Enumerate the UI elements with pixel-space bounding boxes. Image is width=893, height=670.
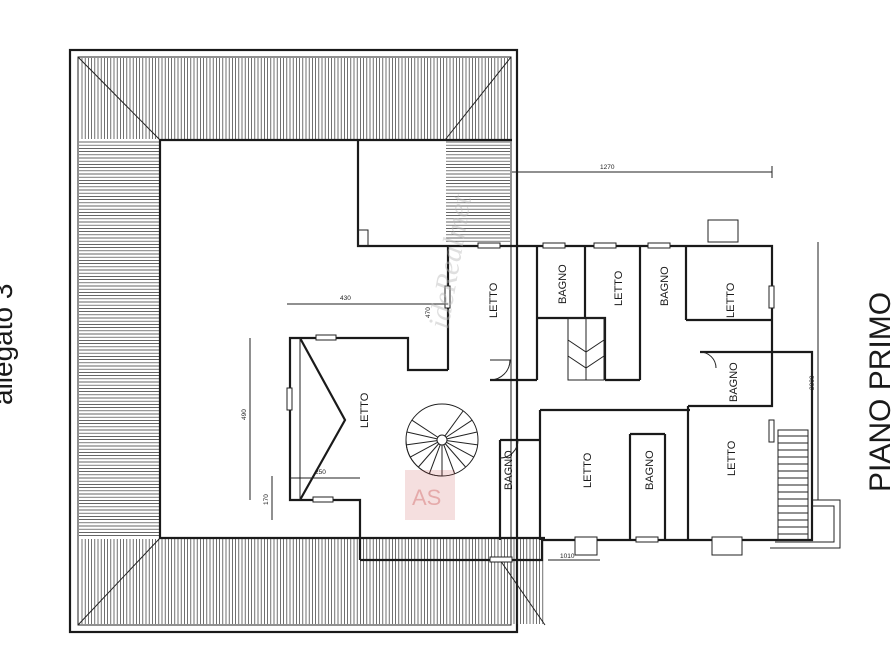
- room-label-letto-w: LETTO: [359, 392, 371, 428]
- external-stair: [770, 429, 841, 549]
- roof-outline: [68, 48, 519, 634]
- room-label-bagno-n2: BAGNO: [659, 266, 671, 306]
- room-label-letto-ne: LETTO: [725, 282, 737, 318]
- dim-490: 490: [241, 409, 248, 420]
- room-label-letto-s1: LETTO: [582, 452, 594, 488]
- watermark-text: ideRealmet: [422, 192, 478, 331]
- windows: [286, 219, 775, 563]
- dim-1010: 1010: [560, 553, 575, 560]
- svg-text:AS: AS: [412, 485, 441, 510]
- dim-430: 430: [340, 295, 351, 302]
- door-swings: [489, 351, 717, 459]
- spiral-stair: [405, 403, 479, 477]
- dim-170: 170: [263, 494, 270, 505]
- room-label-bagno-sw: BAGNO: [503, 450, 515, 490]
- side-label: allegato 3: [0, 284, 18, 405]
- dim-250: 250: [315, 469, 326, 476]
- dim-470: 470: [425, 307, 432, 318]
- roof-hatching: [79, 58, 544, 624]
- roof-inner-edge: [77, 56, 546, 626]
- dim-1270: 1270: [600, 164, 615, 171]
- plan-title: PIANO PRIMO: [864, 292, 893, 492]
- terrace-corner: [356, 140, 448, 248]
- dimension-lines: 1270 430 470 490 170 250 1010 2000: [241, 164, 819, 561]
- room-label-bagno-e: BAGNO: [728, 362, 740, 402]
- room-label-letto-se: LETTO: [726, 440, 738, 476]
- room-label-letto-nw: LETTO: [488, 282, 500, 318]
- room-label-bagno-n1: BAGNO: [557, 264, 569, 304]
- dim-2000: 2000: [809, 375, 816, 390]
- watermark-logo: AS: [405, 470, 455, 520]
- north-stair: [567, 317, 605, 381]
- room-label-letto-n2: LETTO: [613, 270, 625, 306]
- room-label-bagno-s: BAGNO: [644, 450, 656, 490]
